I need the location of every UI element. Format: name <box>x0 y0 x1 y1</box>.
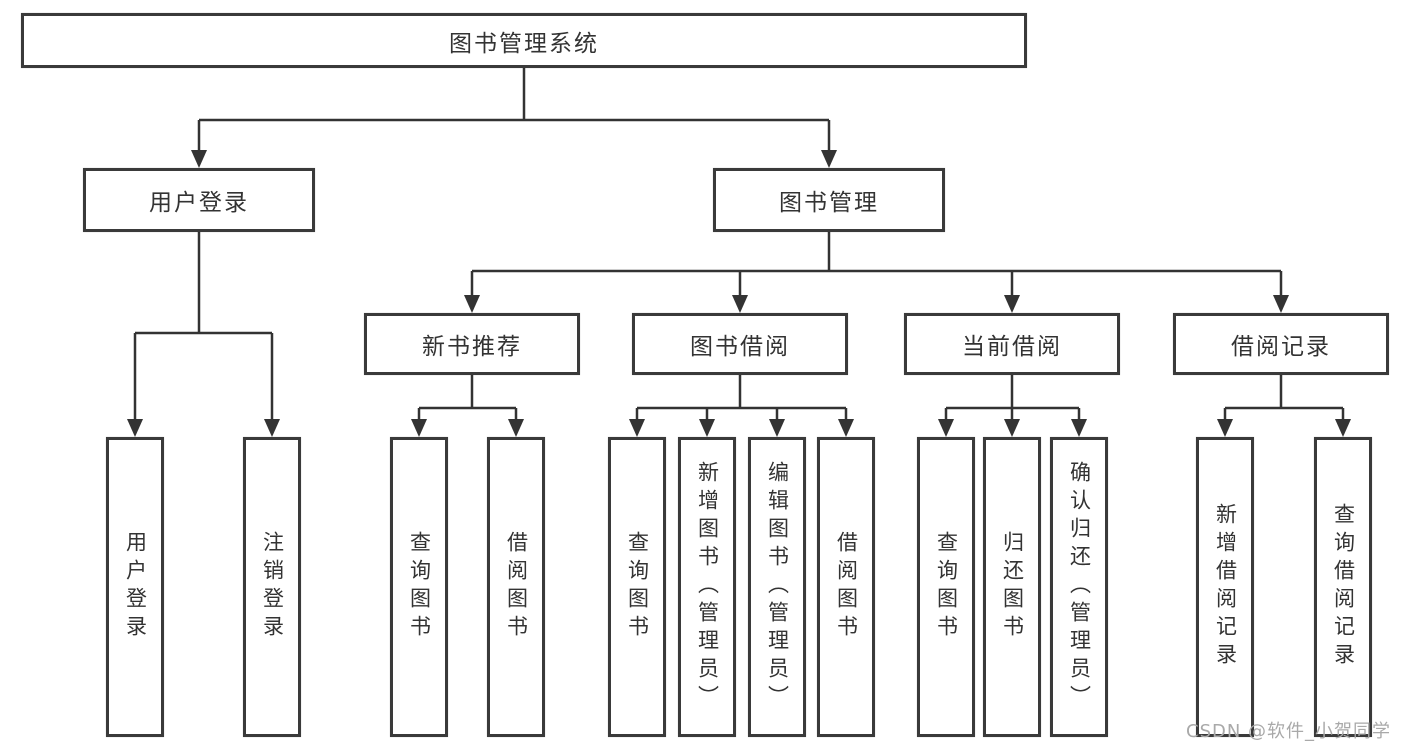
leaf-edit-books-admin: 编辑图书（管理员） <box>748 437 806 737</box>
leaf-add-borrow-record: 新增借阅记录 <box>1196 437 1254 737</box>
leaf-label: 借阅图书 <box>834 531 859 643</box>
leaf-confirm-return-admin: 确认归还（管理员） <box>1050 437 1108 737</box>
leaf-label: 查询图书 <box>407 531 432 643</box>
leaf-user-login: 用户登录 <box>106 437 164 737</box>
leaf-add-books-admin: 新增图书（管理员） <box>678 437 736 737</box>
leaf-label: 新增借阅记录 <box>1213 503 1238 671</box>
arrowheads <box>127 150 1351 437</box>
leaf-label: 用户登录 <box>123 531 148 643</box>
leaf-label: 查询借阅记录 <box>1331 503 1356 671</box>
node-book-borrow: 图书借阅 <box>632 313 848 375</box>
node-label: 用户登录 <box>149 190 249 216</box>
node-user-login-branch: 用户登录 <box>83 168 315 232</box>
node-label: 借阅记录 <box>1231 334 1331 360</box>
node-root-label: 图书管理系统 <box>449 30 599 57</box>
leaf-label: 编辑图书（管理员） <box>765 461 790 713</box>
node-new-book-recommend: 新书推荐 <box>364 313 580 375</box>
leaf-borrow-borrow-books: 借阅图书 <box>817 437 875 737</box>
leaf-label: 确认归还（管理员） <box>1067 461 1092 713</box>
node-current-borrow: 当前借阅 <box>904 313 1120 375</box>
leaf-label: 注销登录 <box>260 531 285 643</box>
leaf-label: 归还图书 <box>1000 531 1025 643</box>
csdn-watermark: CSDN @软件_小贺同学 <box>1186 721 1392 742</box>
node-book-management-branch: 图书管理 <box>713 168 945 232</box>
leaf-query-borrow-record: 查询借阅记录 <box>1314 437 1372 737</box>
leaf-newbook-borrow-books: 借阅图书 <box>487 437 545 737</box>
leaf-label: 查询图书 <box>934 531 959 643</box>
leaf-current-query-books: 查询图书 <box>917 437 975 737</box>
leaf-newbook-query-books: 查询图书 <box>390 437 448 737</box>
leaf-label: 新增图书（管理员） <box>695 461 720 713</box>
leaf-borrow-query-books: 查询图书 <box>608 437 666 737</box>
leaf-logout: 注销登录 <box>243 437 301 737</box>
node-label: 新书推荐 <box>422 334 522 360</box>
node-root-system: 图书管理系统 <box>21 13 1027 68</box>
node-label: 图书借阅 <box>690 334 790 360</box>
leaf-label: 查询图书 <box>625 531 650 643</box>
leaf-return-books: 归还图书 <box>983 437 1041 737</box>
node-borrow-records: 借阅记录 <box>1173 313 1389 375</box>
leaf-label: 借阅图书 <box>504 531 529 643</box>
node-label: 当前借阅 <box>962 334 1062 360</box>
node-label: 图书管理 <box>779 190 879 216</box>
